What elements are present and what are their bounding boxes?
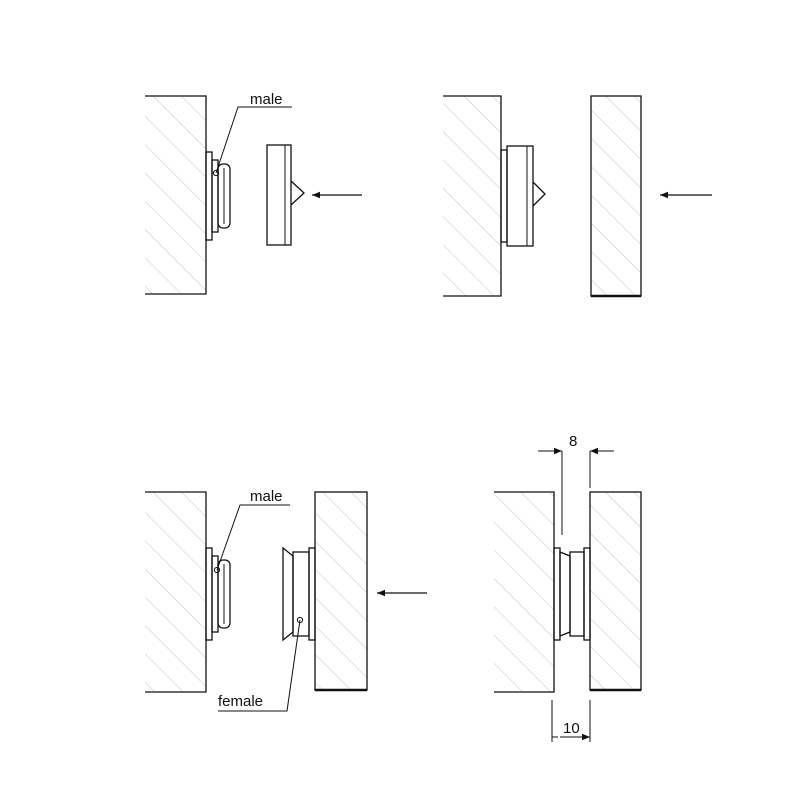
female-fitting-mounted [500,145,546,247]
dimension-total-label: 10 [563,720,580,737]
female-label: female [218,693,263,710]
male-leader: male [216,488,290,571]
male-fitting [205,151,231,241]
panel-3-male-female-approach: male female [145,488,427,712]
wall-left [145,95,207,295]
female-leader: female [218,619,301,712]
panel-right [314,491,368,692]
dimension-gap-label: 8 [569,433,577,450]
male-leader: male [215,91,292,174]
male-label: male [250,91,283,108]
wall-left [145,491,207,693]
wall-left [443,95,502,297]
female-fitting-loose [266,144,305,246]
male-fitting [205,547,231,641]
assembled-fitting [553,547,591,641]
male-label: male [250,488,283,505]
dimension-total: 10 [551,700,591,742]
female-fitting [282,546,316,642]
wall-left [494,491,555,693]
dimension-gap: 8 [538,433,614,535]
panel-right [590,95,642,298]
panel-4-assembled: 8 10 [494,433,642,742]
panel-right [589,491,642,692]
panel-2-female-mounted [443,95,712,298]
panel-1-male-approach: male [145,91,362,295]
